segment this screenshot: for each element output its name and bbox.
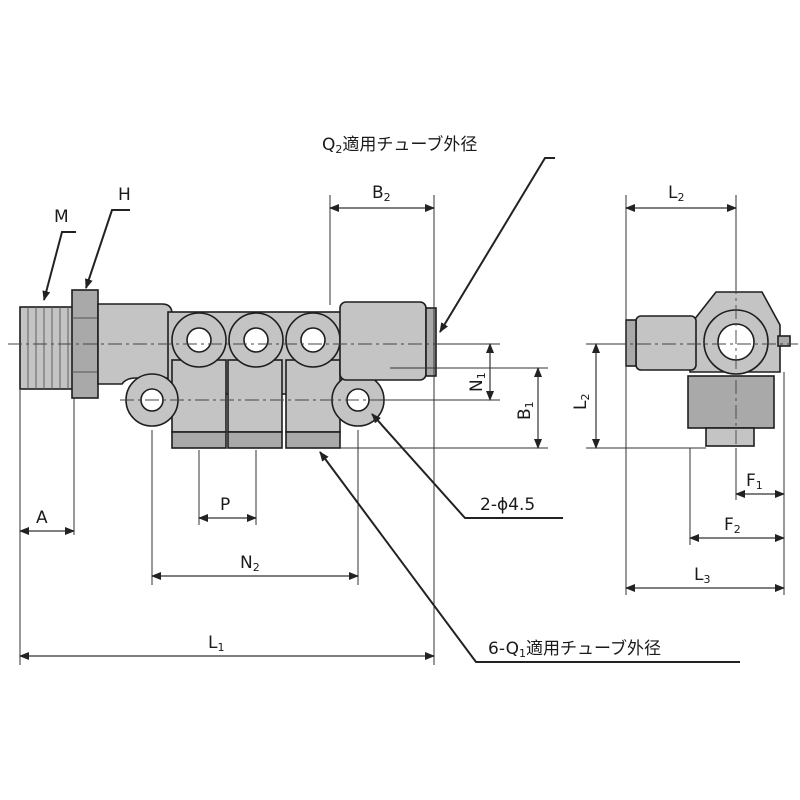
label-M: M xyxy=(54,207,69,227)
side-collet xyxy=(625,319,637,367)
front-dimensions: M H A P N2 L1 B2 N1 B1 2-ϕ4.5 Q2適用チューブ外径… xyxy=(19,134,740,665)
side-dimensions: L2 L2 F1 F2 L3 xyxy=(571,183,785,595)
label-F1: F1 xyxy=(746,471,763,492)
outlet-block-2 xyxy=(227,359,283,433)
outlet-block-1 xyxy=(171,359,227,433)
label-L3: L3 xyxy=(694,565,710,586)
side-tube-fitting xyxy=(635,315,697,371)
end-collet xyxy=(425,307,437,377)
label-L2-top: L2 xyxy=(668,183,684,204)
label-H: H xyxy=(118,185,131,205)
label-A: A xyxy=(36,508,48,528)
fitting-2 xyxy=(227,431,283,449)
fitting-1 xyxy=(171,431,227,449)
fitting-3 xyxy=(285,431,341,449)
label-N1: N1 xyxy=(467,372,488,392)
outlet-block-3 xyxy=(285,359,341,433)
label-B2: B2 xyxy=(372,183,391,204)
label-L2-side: L2 xyxy=(571,394,592,410)
side-lower-block xyxy=(687,375,775,429)
front-view xyxy=(8,289,500,449)
label-B1: B1 xyxy=(515,401,536,420)
side-bottom-fitting xyxy=(705,427,755,447)
threaded-end xyxy=(19,306,77,390)
label-P: P xyxy=(220,495,230,515)
label-q1-note: 6-Q1適用チューブ外径 xyxy=(488,638,661,660)
label-F2: F2 xyxy=(724,515,741,536)
label-q2-note: Q2適用チューブ外径 xyxy=(322,134,477,156)
side-view xyxy=(612,280,798,460)
label-hole-note: 2-ϕ4.5 xyxy=(480,495,535,515)
label-L1: L1 xyxy=(208,633,224,654)
side-pin xyxy=(777,335,791,347)
label-N2: N2 xyxy=(240,553,260,574)
